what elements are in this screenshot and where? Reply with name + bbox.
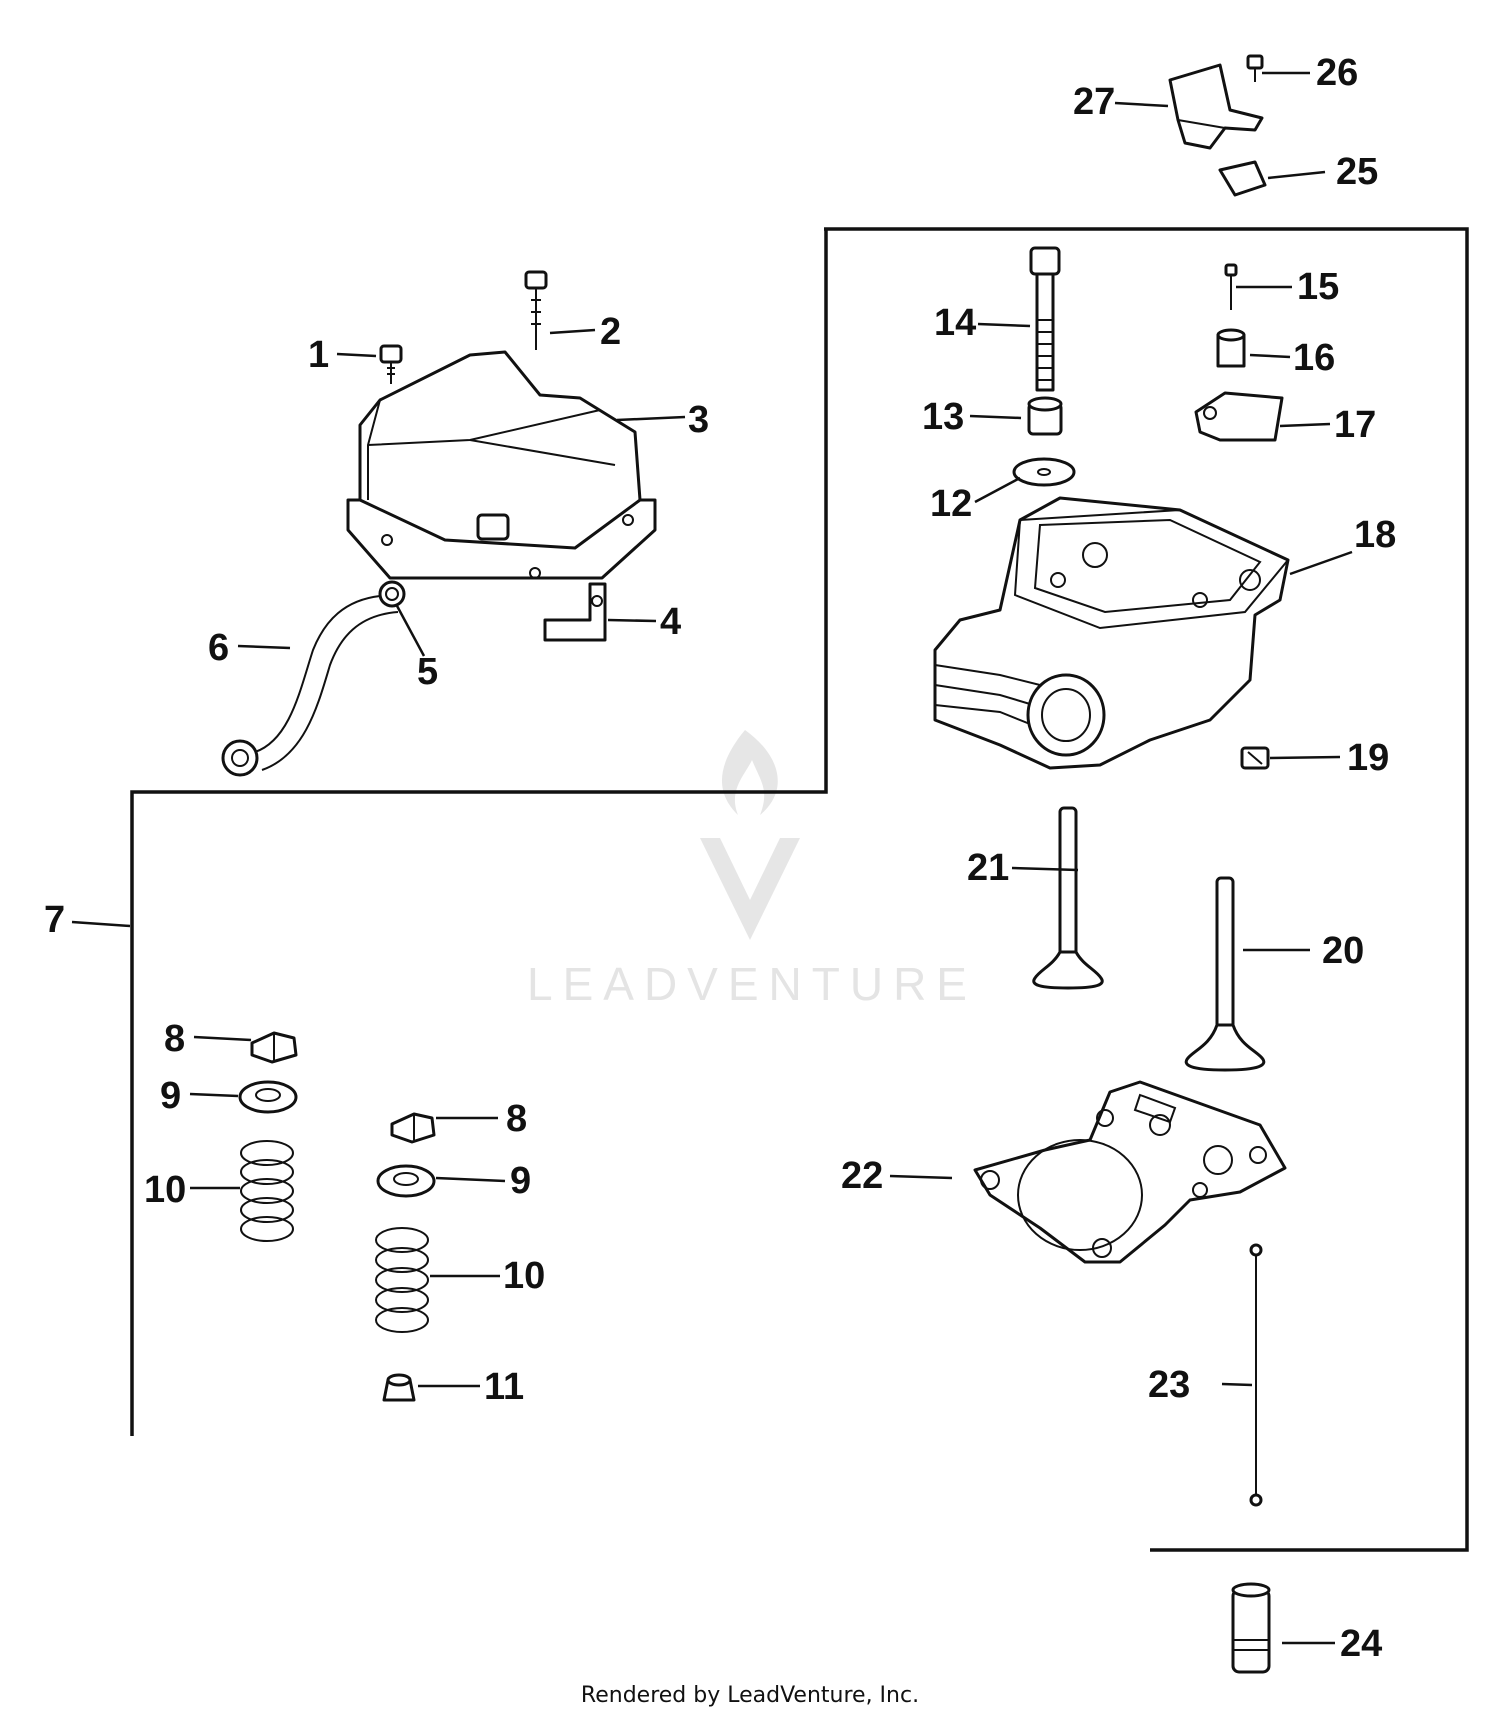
callout-24: 24 <box>1340 1623 1382 1665</box>
callout-13: 13 <box>922 396 964 438</box>
callout-1: 1 <box>308 334 329 376</box>
part-19-plug <box>1240 746 1270 770</box>
callout-16: 16 <box>1293 337 1335 379</box>
callout-8b: 8 <box>506 1098 527 1140</box>
callout-labels: 1 2 3 4 5 6 7 8 9 10 8 9 10 11 12 13 14 … <box>44 52 1396 1665</box>
part-18-cylinder-head <box>933 496 1290 770</box>
part-12-washer <box>1012 457 1076 487</box>
callout-18: 18 <box>1354 514 1396 556</box>
callout-9a: 9 <box>160 1075 181 1117</box>
part-16-pivot <box>1216 328 1246 368</box>
callout-12: 12 <box>930 483 972 525</box>
part-13-spacer <box>1027 396 1063 436</box>
callout-2: 2 <box>600 311 621 353</box>
callout-11: 11 <box>484 1366 524 1408</box>
watermark-text: LEADVENTURE <box>527 958 977 1010</box>
part-24-tappet <box>1231 1582 1271 1674</box>
part-25-clip <box>1218 160 1267 197</box>
part-2-bolt <box>524 270 548 350</box>
callout-17: 17 <box>1334 404 1376 446</box>
part-11-valve-seal <box>382 1373 416 1402</box>
part-23-push-rod <box>1249 1243 1263 1507</box>
part-3-valve-cover <box>346 350 657 580</box>
part-8-keeper-a <box>250 1031 298 1064</box>
callout-15: 15 <box>1297 266 1339 308</box>
part-14-head-bolt <box>1029 246 1061 392</box>
group-frame-left <box>130 229 828 1436</box>
part-8-keeper-b <box>390 1112 436 1144</box>
part-17-rocker-arm <box>1194 391 1284 442</box>
part-27-shield <box>1168 63 1264 150</box>
part-21-exhaust-valve <box>1032 806 1104 990</box>
part-22-head-gasket <box>973 1080 1287 1264</box>
callout-22: 22 <box>841 1155 883 1197</box>
leader-lines <box>71 71 1353 1645</box>
callout-8a: 8 <box>164 1018 185 1060</box>
callout-5: 5 <box>417 651 438 693</box>
part-5-clamp <box>378 580 406 608</box>
part-9-retainer-a <box>238 1080 298 1114</box>
part-10-spring-b <box>375 1227 429 1333</box>
callout-10b: 10 <box>503 1255 545 1297</box>
callout-6: 6 <box>208 627 229 669</box>
callout-21: 21 <box>967 847 1009 889</box>
callout-20: 20 <box>1322 930 1364 972</box>
callout-14: 14 <box>934 302 976 344</box>
part-1-bolt <box>379 344 403 384</box>
leadventure-logo-icon <box>700 730 800 940</box>
callout-25: 25 <box>1336 151 1378 193</box>
part-15-pin <box>1224 263 1238 310</box>
callout-7: 7 <box>44 899 65 941</box>
part-4-bracket <box>543 582 607 642</box>
callout-26: 26 <box>1316 52 1358 94</box>
group-frame-right <box>824 227 1469 1552</box>
callout-19: 19 <box>1347 737 1389 779</box>
callout-3: 3 <box>688 399 709 441</box>
callout-23: 23 <box>1148 1364 1190 1406</box>
part-10-spring-a <box>240 1140 294 1242</box>
part-20-intake-valve <box>1184 876 1266 1072</box>
part-6-breather-hose <box>221 595 399 777</box>
callout-10a: 10 <box>144 1169 186 1211</box>
footer-credit: Rendered by LeadVenture, Inc. <box>581 1683 919 1708</box>
part-26-screw <box>1246 54 1264 82</box>
watermark: LEADVENTURE <box>527 730 977 1010</box>
part-9-retainer-b <box>376 1164 436 1198</box>
callout-27: 27 <box>1073 81 1115 123</box>
callout-9b: 9 <box>510 1160 531 1202</box>
callout-4: 4 <box>660 601 681 643</box>
